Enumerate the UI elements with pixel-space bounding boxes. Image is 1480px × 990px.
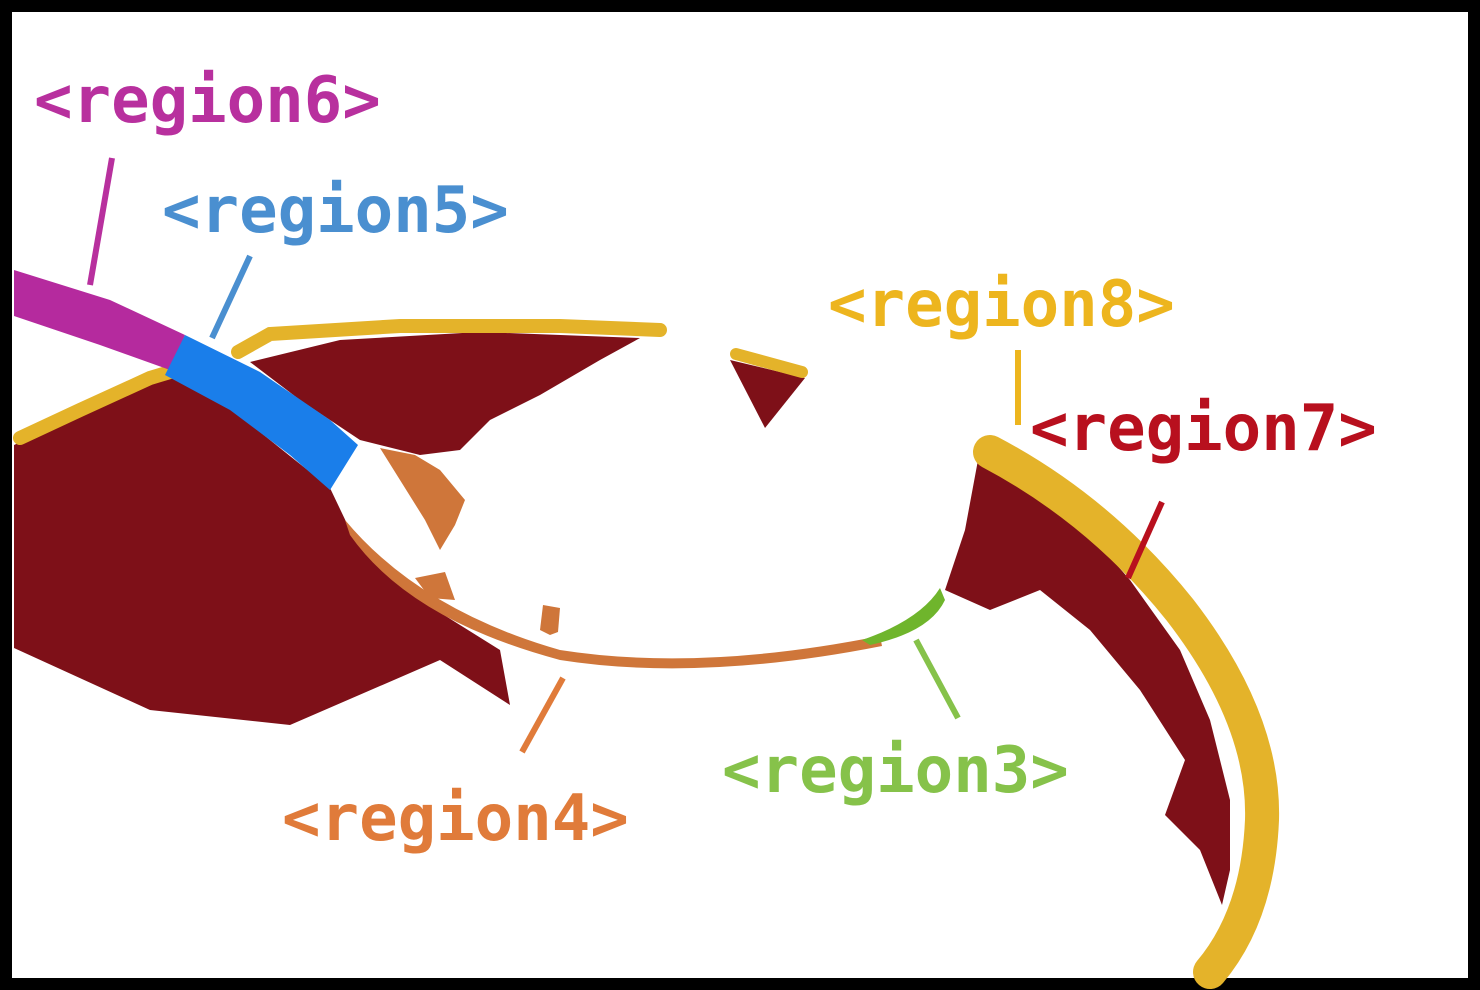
region4-leader	[519, 676, 566, 754]
region7-left-mass	[14, 372, 510, 725]
region7-right-wall	[945, 460, 1230, 905]
region4-upper-fragment	[380, 448, 465, 550]
leader-lines	[87, 157, 1165, 754]
region7-triangle	[730, 360, 805, 428]
region8-triangle-rim	[730, 348, 808, 378]
region5-label: <region5>	[162, 174, 509, 248]
region4-small-fragment	[540, 605, 560, 635]
region5-leader	[209, 254, 253, 340]
region3-label: <region3>	[722, 734, 1069, 808]
region4-bump	[415, 572, 455, 600]
region7-label: <region7>	[1030, 392, 1377, 466]
region7-shapes	[14, 332, 1230, 905]
region5-band	[165, 335, 358, 490]
region8-label: <region8>	[828, 268, 1175, 342]
region8-upper-rim	[231, 319, 667, 359]
region8-shapes	[13, 319, 1280, 989]
region8-right-rim	[973, 435, 1280, 989]
region7-leader	[1125, 500, 1165, 580]
region6-band	[14, 270, 185, 370]
region4-membrane	[345, 520, 882, 669]
region8-left-rim	[13, 365, 177, 445]
region4-label: <region4>	[282, 782, 629, 856]
region6-leader	[87, 157, 115, 286]
region3-segment	[862, 588, 945, 645]
region4-shapes	[345, 448, 882, 669]
region7-upper-flap	[250, 332, 640, 455]
region3-leader	[913, 638, 961, 720]
region6-label: <region6>	[34, 64, 381, 138]
